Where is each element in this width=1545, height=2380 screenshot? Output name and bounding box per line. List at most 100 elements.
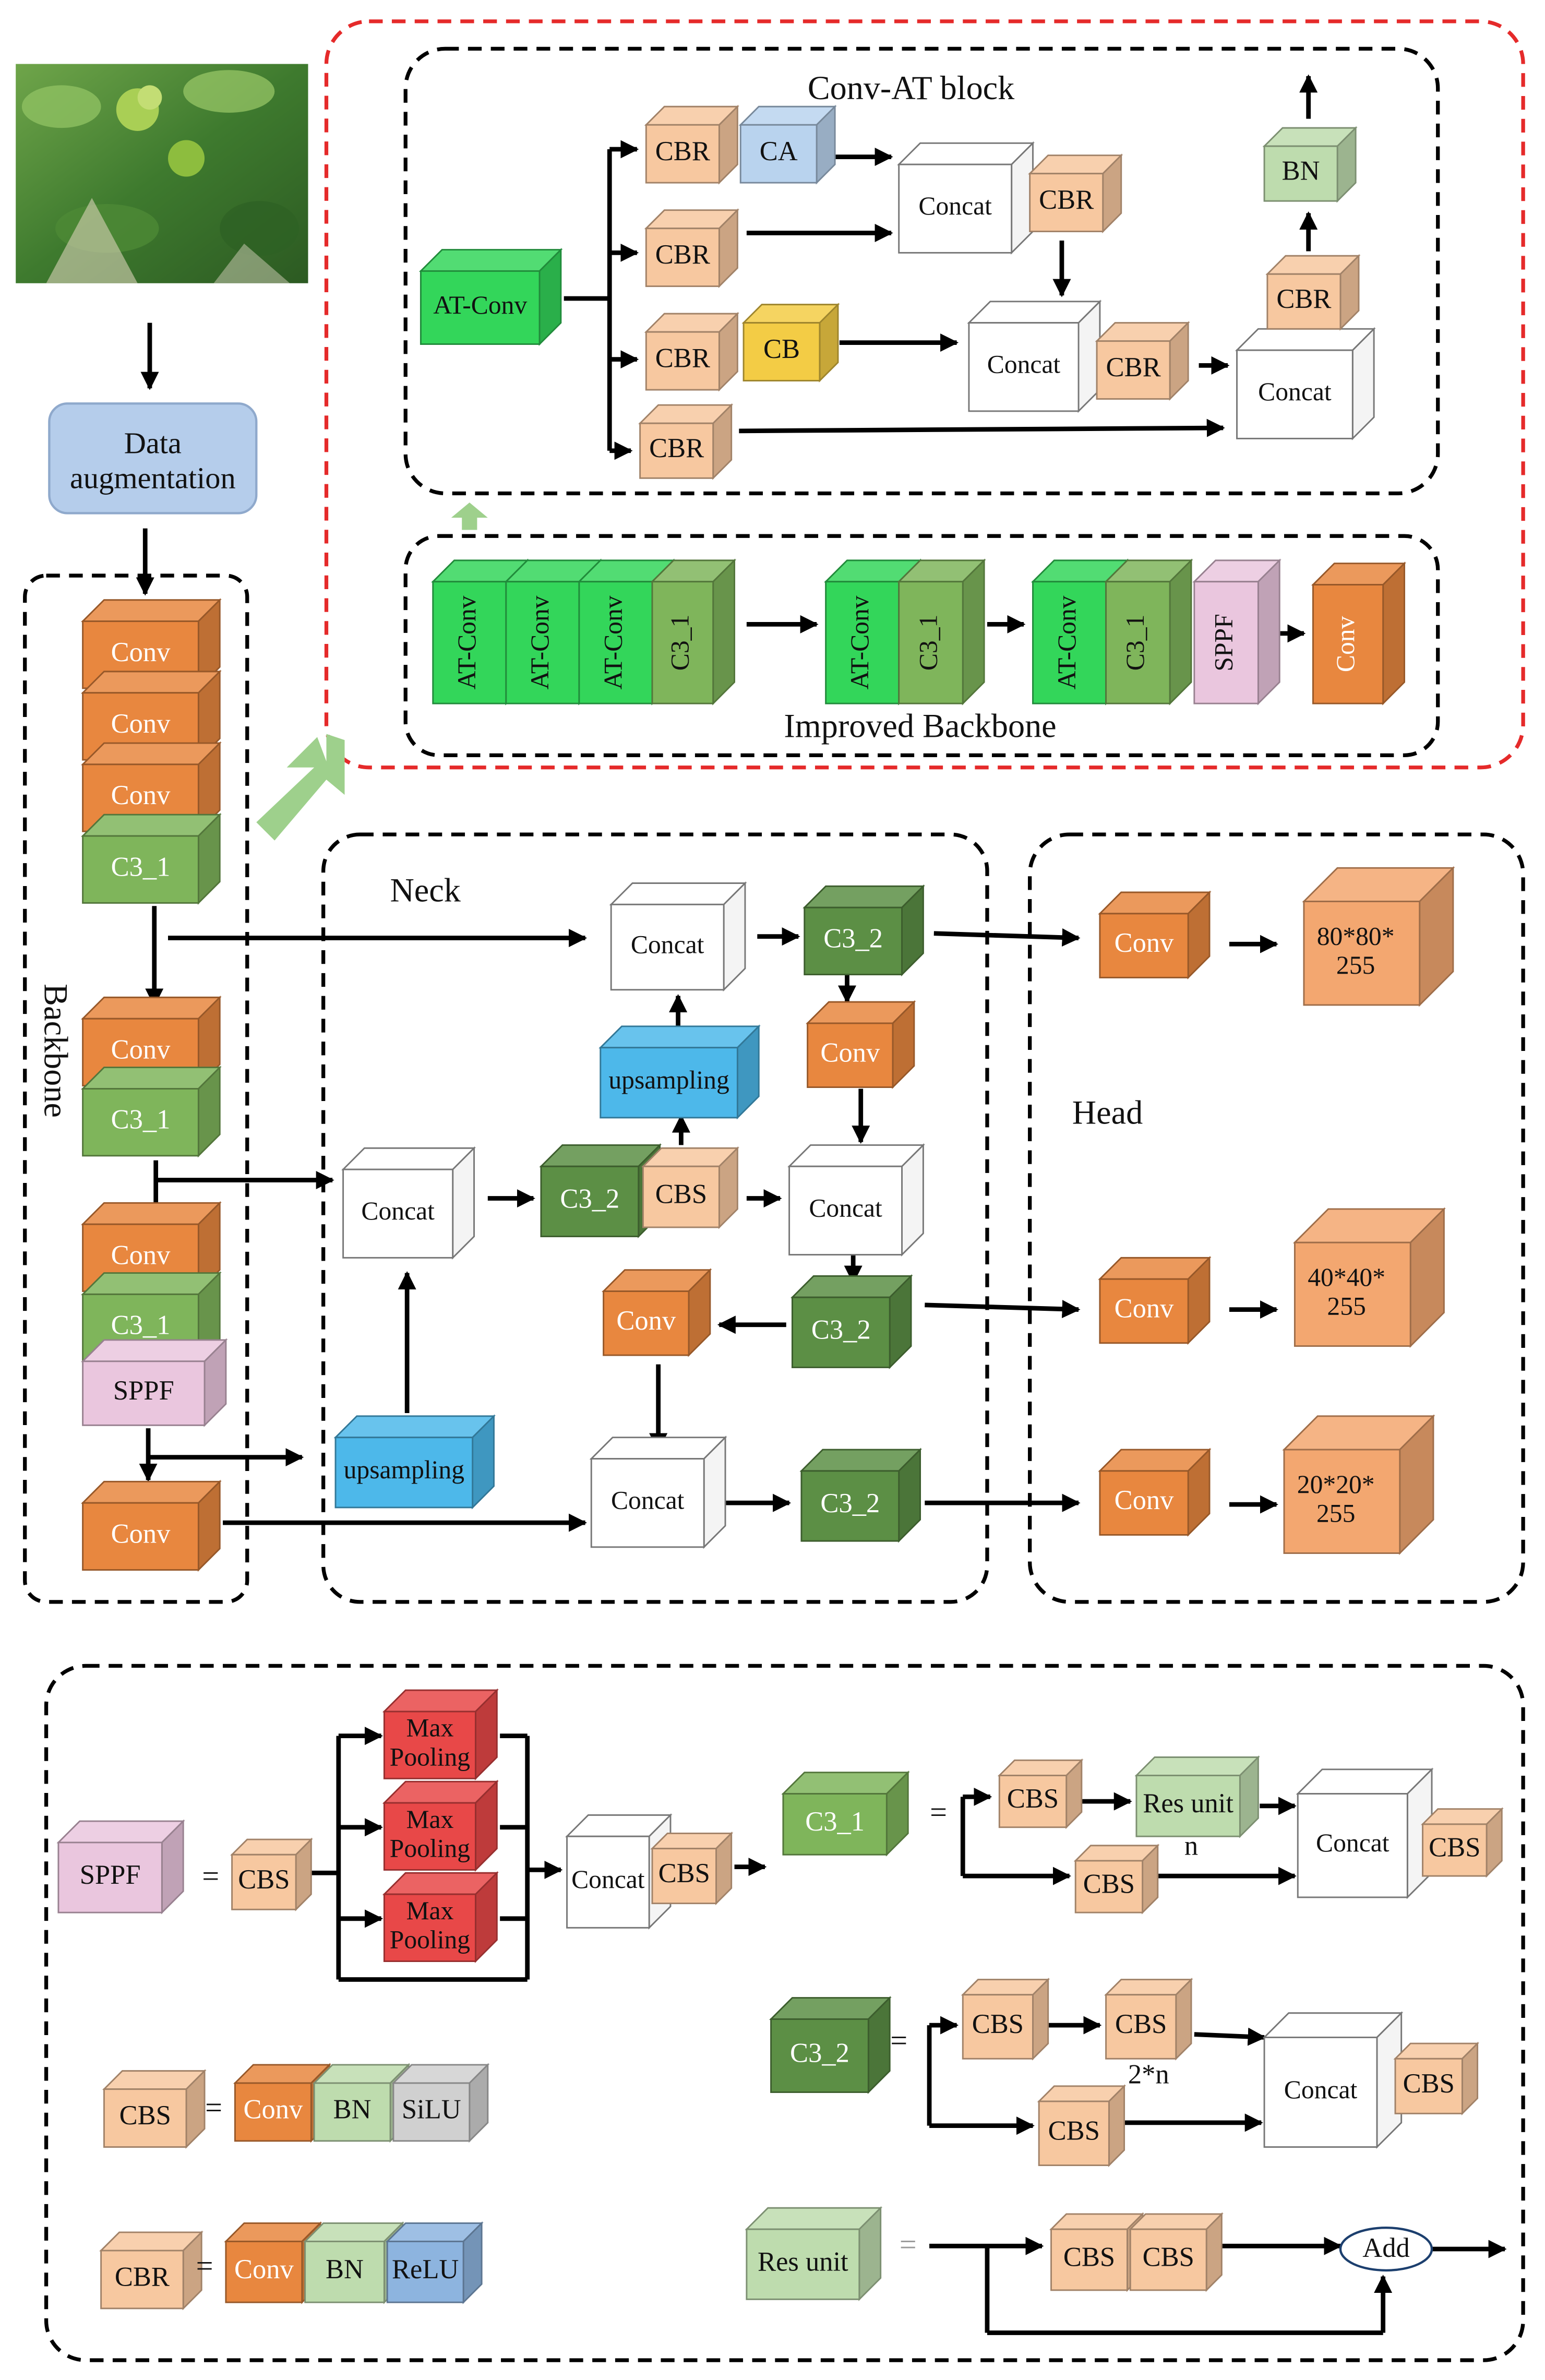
- improved-sppf-text: SPPF: [1209, 614, 1238, 671]
- backbone-c3-1-a-label: C3_1: [111, 852, 171, 882]
- backbone-c3-1-c-text-0: C3_1: [111, 1310, 171, 1341]
- improved-c3-1-b-text: C3_1: [914, 615, 942, 671]
- cbr-block-3: [644, 312, 739, 392]
- head-title: Head: [1072, 1094, 1143, 1131]
- backbone-sppf: [81, 1338, 228, 1427]
- backbone-conv-1-label: Conv: [111, 637, 171, 667]
- backbone-conv-2-text-0: Conv: [111, 709, 171, 739]
- backbone-c3-1-b-label: C3_1: [111, 1105, 171, 1135]
- legend-c3-2-cbs-d-text-0: CBS: [1403, 2068, 1455, 2099]
- neck-concat-left: [341, 1146, 476, 1260]
- legend-c3-1-cbs-b-text-0: CBS: [1083, 1869, 1135, 1899]
- legend-cbs: [102, 2069, 207, 2149]
- neck-concat-mid: [787, 1143, 925, 1257]
- improved-c3-1-c: [1104, 558, 1193, 705]
- cbr-block-6-label: CBR: [1106, 352, 1161, 382]
- improved-c3-1-a-text: C3_1: [666, 615, 694, 671]
- neck-cbs: [641, 1146, 739, 1229]
- equals-sign-1: =: [202, 1859, 219, 1893]
- data-augmentation-label-line1: Data: [124, 426, 182, 460]
- backbone-conv-5-label: Conv: [111, 1240, 171, 1270]
- cb-block: [741, 303, 840, 383]
- backbone-conv-2-label: Conv: [111, 709, 171, 739]
- improved-c3-1-a-label: C3_1: [666, 615, 694, 671]
- legend-cbs-silu: [391, 2063, 490, 2143]
- legend-c3-2-cbs-c-text-0: CBS: [1048, 2115, 1100, 2146]
- cbr-block-2-label: CBR: [655, 240, 710, 270]
- cbr-block-3-label: CBR: [655, 343, 710, 374]
- neck-concat-left-text-0: Concat: [361, 1197, 435, 1225]
- backbone-c3-1-a: [81, 812, 222, 905]
- neck-conv-a: [806, 1000, 916, 1090]
- legend-c3-2-cbs-c: [1037, 2084, 1127, 2168]
- conv-at-block-frame: [403, 46, 1440, 496]
- legend-c3-1-cbs-b: [1073, 1844, 1160, 1915]
- neck-c3-2-c: [790, 1274, 913, 1369]
- cbr-block-5: [1028, 153, 1123, 234]
- legend-c3-1-concat-text-0: Concat: [1316, 1828, 1390, 1857]
- cbr-block-1-text-0: CBR: [655, 136, 710, 166]
- legend-cbs-conv-label: Conv: [243, 2094, 303, 2124]
- cb-block-text-0: CB: [763, 334, 800, 364]
- legend-c3-1-concat-label: Concat: [1316, 1828, 1390, 1857]
- backbone-sppf-label: SPPF: [113, 1376, 174, 1406]
- legend-res-unit-text-0: Res unit: [758, 2246, 848, 2277]
- neck-c3-2-a: [803, 884, 925, 977]
- legend-cbr-relu: [385, 2221, 484, 2304]
- improved-c3-1-b-label: C3_1: [914, 615, 942, 671]
- head-output-20-text-0: 20*20*: [1297, 1470, 1375, 1499]
- head-conv-3-label: Conv: [1115, 1485, 1175, 1515]
- concat-block-at-3: [1235, 327, 1376, 440]
- legend-c3-2-concat: [1262, 2011, 1404, 2149]
- improved-conv: [1311, 561, 1407, 705]
- head-conv-2: [1098, 1255, 1212, 1345]
- ca-block-label: CA: [760, 136, 798, 166]
- equals-sign-4: =: [205, 2090, 222, 2124]
- legend-c3-1-cbs-c: [1421, 1807, 1504, 1878]
- at-conv-block-label: AT-Conv: [433, 291, 527, 319]
- cbs-repeat-count-label: 2*n: [1128, 2059, 1169, 2089]
- legend-sppf: [56, 1819, 185, 1915]
- legend-cbr-relu-text-0: ReLU: [392, 2254, 459, 2285]
- legend-c3-2: [769, 1996, 892, 2095]
- improved-conv-text: Conv: [1331, 616, 1360, 672]
- legend-c3-2-cbs-c-label: CBS: [1048, 2115, 1100, 2146]
- legend-sppf-cbs-text-0: CBS: [238, 1864, 290, 1895]
- legend-cbr-bn-text-0: BN: [326, 2254, 364, 2285]
- neck-concat-bottom-label: Concat: [611, 1486, 685, 1515]
- legend-c3-1-cbs-a-label: CBS: [1007, 1784, 1059, 1814]
- legend-c3-2-cbs-d: [1393, 2041, 1480, 2115]
- head-conv-1-label: Conv: [1115, 928, 1175, 958]
- head-output-40-text-1: 255: [1327, 1292, 1366, 1321]
- neck-frame: [321, 832, 989, 1604]
- improved-c3-1-c-text: C3_1: [1121, 615, 1149, 671]
- concat-block-at-1-text-0: Concat: [918, 192, 992, 220]
- backbone-conv-5-text-0: Conv: [111, 1240, 171, 1270]
- legend-res-unit-a-text-0: Res unit: [1143, 1788, 1233, 1819]
- neck-upsampling-b: [333, 1414, 496, 1510]
- backbone-conv-6: [81, 1479, 222, 1572]
- head-output-40-text-0: 40*40*: [1308, 1263, 1385, 1291]
- legend-c3-1: [781, 1771, 910, 1857]
- head-conv-1: [1098, 890, 1212, 979]
- neck-concat-top: [609, 881, 747, 992]
- neck-upsampling-a-text-0: upsampling: [608, 1066, 729, 1094]
- concat-block-at-2-text-0: Concat: [987, 350, 1061, 379]
- cbr-block-4-text-0: CBR: [649, 433, 704, 463]
- cbr-block-7: [1265, 254, 1361, 331]
- concat-block-at-1-label: Concat: [918, 192, 992, 220]
- neck-c3-2-c-text-0: C3_2: [811, 1314, 871, 1345]
- legend-res-cbs-b-text-0: CBS: [1143, 2242, 1194, 2273]
- improved-at-conv-5-text: AT-Conv: [1052, 595, 1081, 689]
- neck-c3-2-d: [799, 1448, 923, 1543]
- bn-block-top-label: BN: [1282, 156, 1320, 186]
- legend-c3-1-text-0: C3_1: [805, 1807, 865, 1837]
- legend-sppf-concat-text-0: Concat: [571, 1865, 645, 1894]
- head-output-20-text-1: 255: [1316, 1499, 1355, 1527]
- legend-res-unit-a-label: Res unit: [1143, 1788, 1233, 1819]
- backbone-c3-1-a-text-0: C3_1: [111, 852, 171, 882]
- improved-at-conv-5-label: AT-Conv: [1052, 595, 1081, 689]
- legend-res-cbs-b: [1128, 2212, 1224, 2292]
